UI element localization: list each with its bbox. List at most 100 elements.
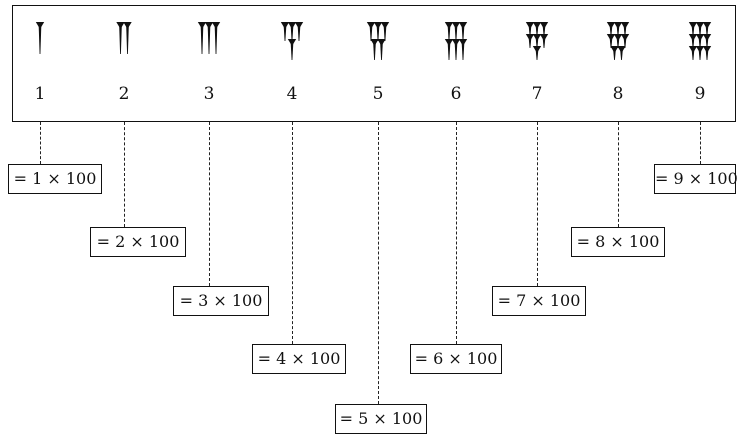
wedge-stem: [119, 26, 122, 54]
leader-line: [618, 122, 619, 227]
wedge-stem: [447, 43, 451, 60]
wedge-head: [197, 22, 207, 29]
wedge-stem: [698, 26, 702, 36]
digit-label: 2: [118, 84, 130, 104]
wedge-stem: [542, 26, 546, 36]
wedge-head: [204, 22, 214, 29]
wedge-stem: [297, 26, 301, 41]
wedge-head: [444, 39, 454, 46]
leader-line: [40, 122, 41, 164]
wedge-head: [451, 22, 461, 29]
wedge-head: [695, 34, 705, 41]
value-box: = 7 × 100: [492, 286, 586, 316]
wedge-head: [539, 22, 549, 29]
wedge-head: [610, 46, 619, 53]
wedge-stem: [698, 38, 702, 48]
wedge-head: [294, 22, 304, 29]
leader-line: [378, 122, 379, 404]
wedge-stem: [705, 26, 709, 36]
wedge-stem: [380, 43, 383, 60]
wedge-stem: [691, 50, 695, 60]
wedge-head: [606, 34, 616, 41]
value-box: = 1 × 100: [8, 164, 102, 194]
wedge-stem: [447, 26, 451, 41]
digit-label: 7: [531, 84, 543, 104]
wedge-stem: [200, 26, 204, 54]
wedge-head: [458, 22, 468, 29]
wedge-stem: [535, 26, 539, 36]
leader-line: [124, 122, 125, 227]
wedge-stem: [369, 26, 373, 41]
wedge-head: [451, 39, 461, 46]
wedge-stem: [698, 50, 702, 60]
wedge-stem: [528, 38, 532, 48]
wedge-head: [702, 34, 712, 41]
wedge-head: [287, 39, 297, 46]
wedge-stem: [705, 50, 709, 60]
wedge-stem: [528, 26, 532, 36]
wedge-stem: [613, 50, 616, 60]
wedge-stem: [38, 26, 42, 54]
wedge-stem: [454, 26, 458, 41]
wedge-head: [380, 22, 390, 29]
wedge-stem: [535, 50, 539, 60]
wedge-head: [617, 46, 626, 53]
wedge-stem: [623, 38, 627, 48]
cuneiform-numeral-3-icon: [197, 22, 221, 54]
cuneiform-numeral-5-icon: [366, 22, 390, 60]
wedge-head: [287, 22, 297, 29]
wedge-head: [702, 46, 712, 53]
wedge-stem: [609, 38, 613, 48]
wedge-stem: [383, 26, 387, 41]
wedge-head: [695, 22, 705, 29]
wedge-head: [116, 22, 125, 29]
leader-line: [209, 122, 210, 286]
wedge-stem: [691, 26, 695, 36]
wedge-stem: [620, 50, 623, 60]
wedge-head: [702, 22, 712, 29]
wedge-stem: [376, 26, 380, 41]
wedge-head: [539, 34, 549, 41]
wedge-head: [211, 22, 221, 29]
cuneiform-numeral-6-icon: [444, 22, 468, 60]
digit-label: 8: [612, 84, 624, 104]
wedge-head: [123, 22, 132, 29]
wedge-stem: [461, 43, 465, 60]
value-box: = 8 × 100: [571, 227, 665, 257]
numeral-panel: [12, 5, 736, 122]
wedge-head: [35, 22, 45, 29]
wedge-head: [620, 34, 630, 41]
wedge-head: [366, 22, 376, 29]
wedge-head: [444, 22, 454, 29]
wedge-stem: [542, 38, 546, 48]
wedge-head: [370, 39, 379, 46]
value-box: = 2 × 100: [90, 227, 186, 257]
digit-label: 6: [450, 84, 462, 104]
wedge-stem: [616, 38, 620, 48]
wedge-stem: [623, 26, 627, 36]
wedge-head: [606, 22, 616, 29]
wedge-stem: [283, 26, 287, 41]
wedge-head: [613, 34, 623, 41]
value-box: = 9 × 100: [654, 164, 737, 194]
wedge-head: [377, 39, 386, 46]
leader-line: [292, 122, 293, 344]
wedge-stem: [454, 43, 458, 60]
wedge-head: [373, 22, 383, 29]
wedge-head: [532, 46, 542, 53]
digit-label: 1: [34, 84, 46, 104]
cuneiform-numeral-4-icon: [280, 22, 304, 60]
wedge-head: [688, 22, 698, 29]
cuneiform-numeral-9-icon: [688, 22, 712, 60]
wedge-stem: [207, 26, 211, 54]
wedge-head: [688, 46, 698, 53]
value-box: = 4 × 100: [252, 344, 346, 374]
value-box: = 5 × 100: [335, 404, 427, 434]
wedge-head: [525, 22, 535, 29]
wedge-stem: [126, 26, 129, 54]
cuneiform-numeral-7-icon: [525, 22, 549, 60]
wedge-head: [532, 22, 542, 29]
wedge-head: [613, 22, 623, 29]
cuneiform-numeral-2-icon: [116, 22, 132, 54]
